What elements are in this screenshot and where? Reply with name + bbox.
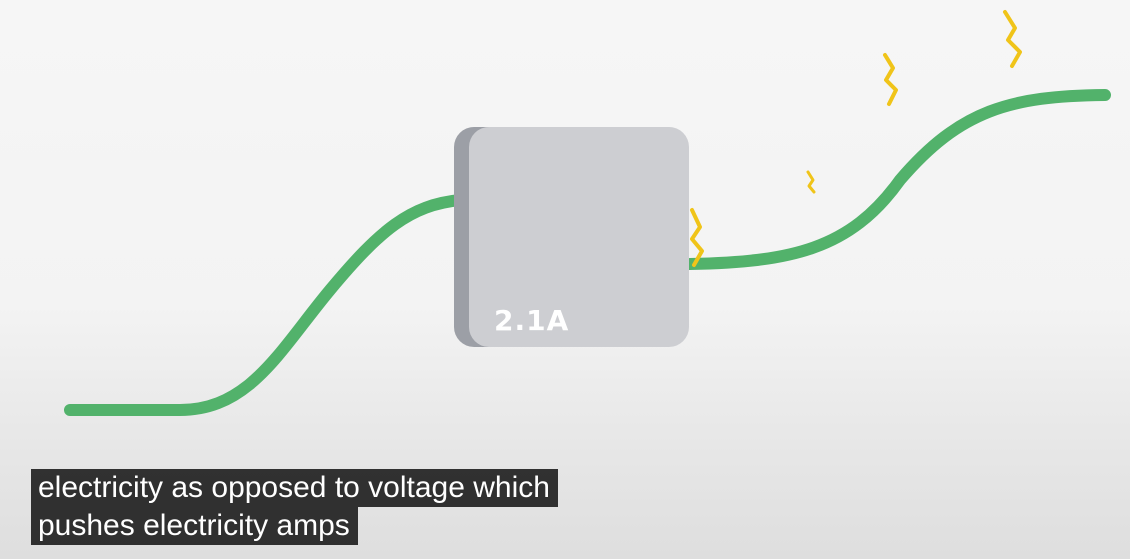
caption-line-1: electricity as opposed to voltage which bbox=[31, 469, 558, 507]
spark-icon bbox=[883, 53, 898, 106]
caption-window: electricity as opposed to voltage which … bbox=[31, 469, 558, 545]
module-label: 2.1A bbox=[494, 304, 570, 337]
module-box bbox=[469, 127, 689, 347]
spark-icon bbox=[1003, 10, 1022, 68]
spark-icon bbox=[806, 170, 816, 194]
caption-line-2: pushes electricity amps bbox=[31, 507, 358, 545]
left-wire bbox=[64, 194, 466, 416]
spark-icon bbox=[690, 208, 704, 267]
right-wire bbox=[684, 89, 1111, 270]
